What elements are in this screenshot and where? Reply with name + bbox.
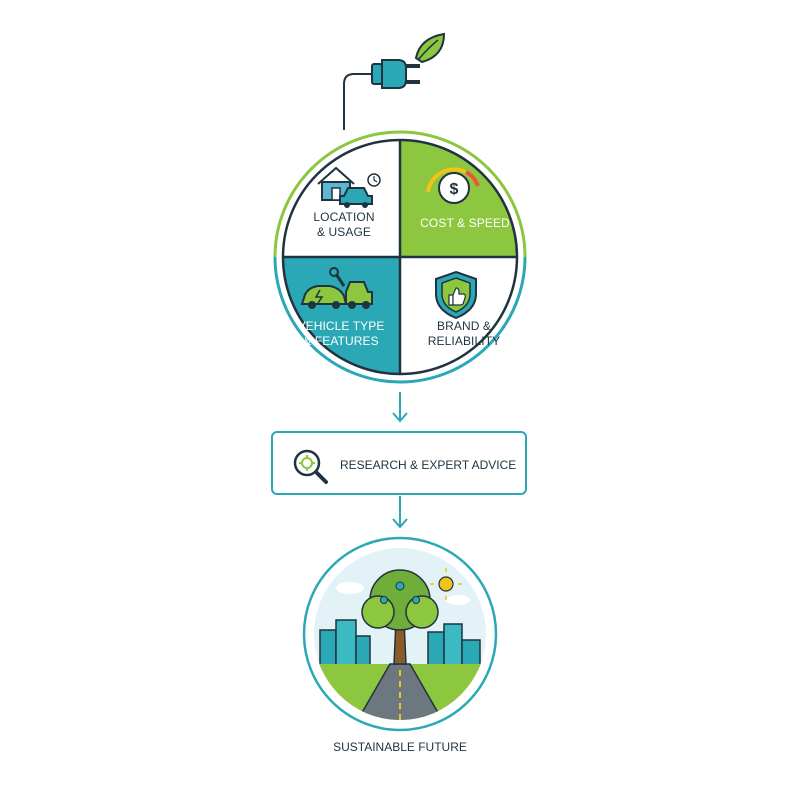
shield-thumbs-up-icon <box>435 270 477 320</box>
quadrant-label-vehicle-type: VEHICLE TYPE & FEATURES <box>297 319 385 348</box>
arrow-to-future <box>392 496 408 529</box>
quadrant-vehicle-type <box>283 257 400 374</box>
quadrant-label-location-usage: LOCATION & USAGE <box>313 210 375 239</box>
plug-cable <box>343 73 372 130</box>
dollar-speedometer-icon: $ <box>426 167 480 204</box>
quadrant-label-brand-reliability: BRAND & RELIABILITY <box>427 319 501 348</box>
sustainable-future-label: SUSTAINABLE FUTURE <box>333 740 467 754</box>
plug-with-leaf-icon <box>371 32 446 89</box>
arrow-to-research <box>392 392 408 423</box>
cars-and-wrench-icon <box>300 267 373 309</box>
magnifier-gear-icon <box>293 449 328 484</box>
research-step-label: RESEARCH & EXPERT ADVICE <box>340 458 517 472</box>
research-step-box: RESEARCH & EXPERT ADVICE <box>271 431 527 495</box>
house-and-car-icon <box>317 166 381 208</box>
quadrant-label-cost-speed: COST & SPEED <box>420 216 510 230</box>
svg-text:$: $ <box>450 181 459 198</box>
sustainable-future-badge <box>302 536 498 732</box>
